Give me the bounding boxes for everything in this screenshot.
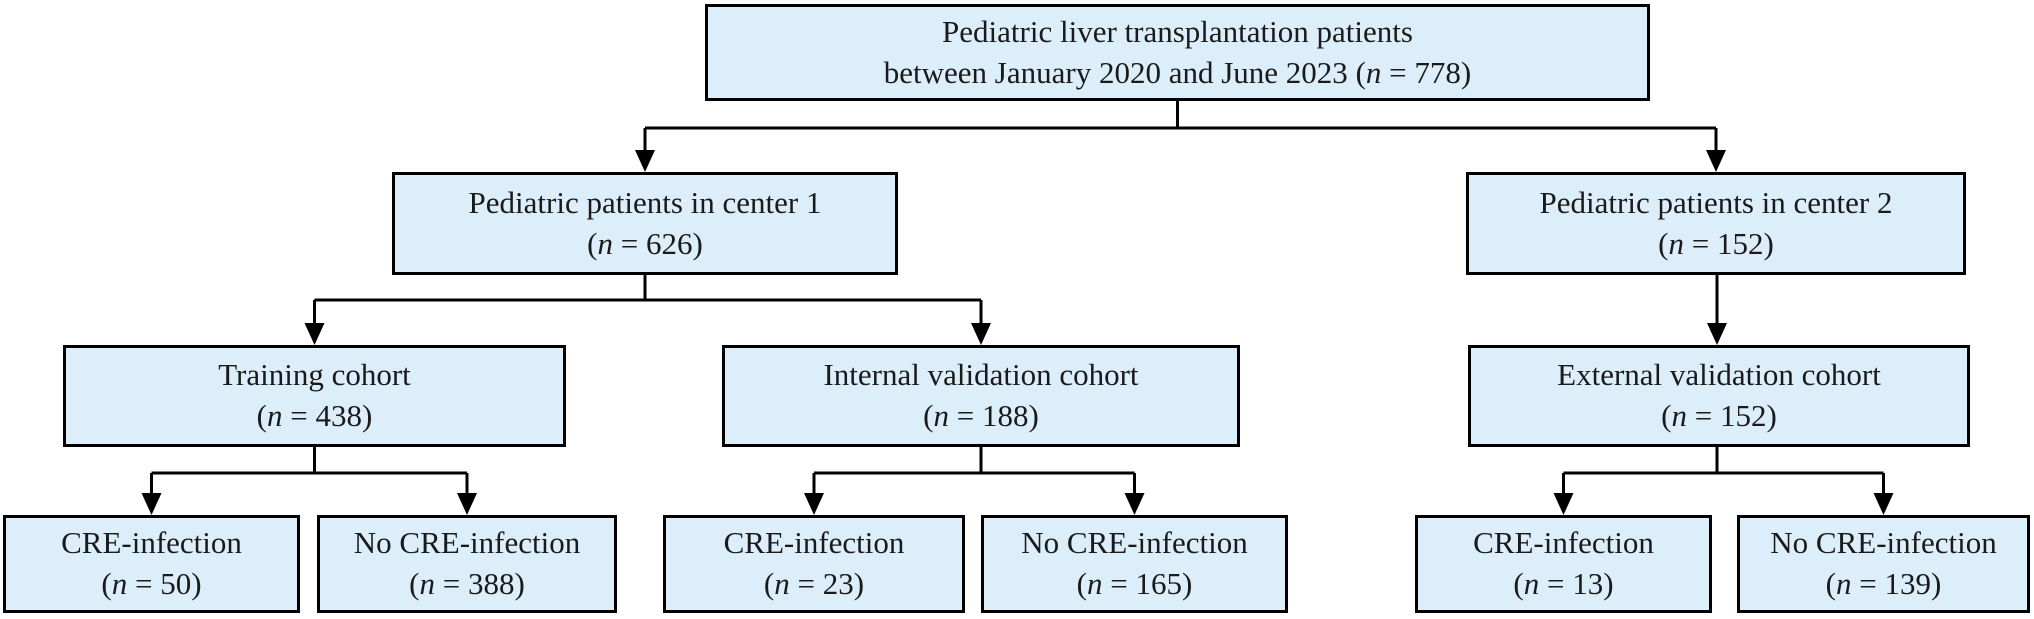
n-count: 388 bbox=[467, 566, 515, 601]
node-training-cre-count: (n = 50) bbox=[101, 566, 202, 601]
n-count: 23 bbox=[822, 566, 854, 601]
node-external-label: External validation cohort bbox=[1557, 357, 1881, 393]
node-training-cre: CRE-infection (n = 50) bbox=[3, 515, 300, 613]
node-root-label: Pediatric liver transplantation patients bbox=[942, 13, 1413, 49]
node-training-cohort: Training cohort (n = 438) bbox=[63, 345, 566, 447]
node-training-nocre-count: (n = 388) bbox=[409, 566, 525, 601]
node-center2-count: (n = 152) bbox=[1658, 225, 1774, 261]
n-count: 778 bbox=[1414, 54, 1461, 90]
node-external-cre: CRE-infection (n = 13) bbox=[1415, 515, 1712, 613]
n-count: 152 bbox=[1716, 225, 1764, 261]
node-training-cre-label: CRE-infection bbox=[61, 525, 242, 561]
node-root-sublabel: between January 2020 and June 2023 (n = … bbox=[883, 54, 1472, 90]
node-training-nocre-label: No CRE-infection bbox=[353, 525, 581, 561]
node-root: Pediatric liver transplantation patients… bbox=[705, 4, 1650, 101]
node-internal-validation-cohort: Internal validation cohort (n = 188) bbox=[722, 345, 1240, 447]
node-external-nocre-count: (n = 139) bbox=[1825, 566, 1942, 601]
n-variable: n bbox=[1836, 566, 1852, 601]
node-external-count: (n = 152) bbox=[1661, 398, 1777, 433]
n-count: 152 bbox=[1719, 398, 1767, 433]
n-variable: n bbox=[1671, 398, 1688, 433]
n-count: 13 bbox=[1572, 566, 1604, 601]
node-external-cre-count: (n = 13) bbox=[1513, 566, 1614, 601]
n-count: 139 bbox=[1884, 566, 1931, 601]
n-variable: n bbox=[1523, 566, 1540, 601]
node-training-label: Training cohort bbox=[218, 357, 411, 393]
node-center2-label: Pediatric patients in center 2 bbox=[1539, 184, 1893, 220]
n-variable: n bbox=[1668, 225, 1685, 261]
node-internal-cre-label: CRE-infection bbox=[723, 525, 905, 561]
node-internal-label: Internal validation cohort bbox=[823, 357, 1139, 393]
n-variable: n bbox=[774, 566, 790, 601]
n-variable: n bbox=[111, 566, 128, 601]
node-internal-nocre-count: (n = 165) bbox=[1076, 566, 1193, 601]
node-external-cre-label: CRE-infection bbox=[1473, 525, 1654, 561]
node-internal-count: (n = 188) bbox=[923, 398, 1039, 433]
n-count: 50 bbox=[160, 566, 192, 601]
node-internal-nocre: No CRE-infection (n = 165) bbox=[981, 515, 1288, 613]
node-training-count: (n = 438) bbox=[256, 398, 373, 433]
node-external-validation-cohort: External validation cohort (n = 152) bbox=[1468, 345, 1970, 447]
node-internal-cre-count: (n = 23) bbox=[763, 566, 865, 601]
n-variable: n bbox=[1087, 566, 1103, 601]
arrowheads bbox=[141, 150, 1894, 515]
n-variable: n bbox=[933, 398, 950, 433]
n-count: 165 bbox=[1135, 566, 1182, 601]
node-external-nocre-label: No CRE-infection bbox=[1770, 525, 1997, 561]
n-variable: n bbox=[1365, 54, 1382, 90]
n-count: 438 bbox=[315, 398, 362, 433]
node-internal-cre: CRE-infection (n = 23) bbox=[663, 515, 965, 613]
node-internal-nocre-label: No CRE-infection bbox=[1021, 525, 1248, 561]
n-variable: n bbox=[267, 398, 283, 433]
n-count: 188 bbox=[981, 398, 1029, 433]
node-center1-count: (n = 626) bbox=[587, 225, 703, 261]
n-count: 626 bbox=[645, 225, 693, 261]
node-center1: Pediatric patients in center 1 (n = 626) bbox=[392, 172, 898, 275]
node-center2: Pediatric patients in center 2 (n = 152) bbox=[1466, 172, 1966, 275]
n-variable: n bbox=[597, 225, 614, 261]
node-center1-label: Pediatric patients in center 1 bbox=[468, 184, 822, 220]
node-training-nocre: No CRE-infection (n = 388) bbox=[317, 515, 617, 613]
node-external-nocre: No CRE-infection (n = 139) bbox=[1737, 515, 2030, 613]
n-variable: n bbox=[419, 566, 436, 601]
